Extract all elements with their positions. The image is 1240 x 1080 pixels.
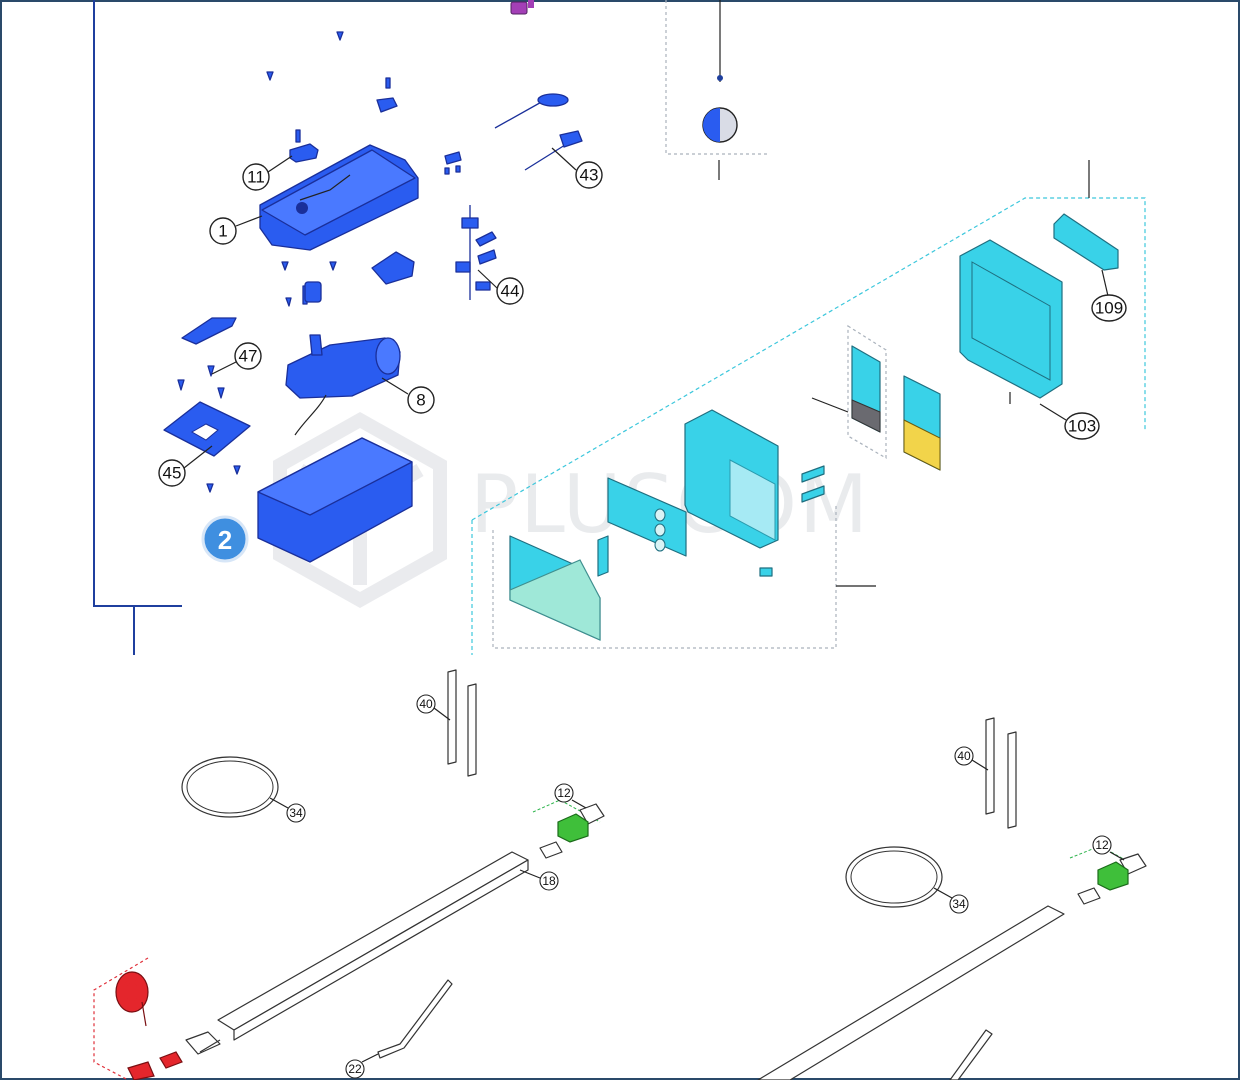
red-tape-roll bbox=[115, 971, 149, 1013]
callout-45: 45 bbox=[158, 459, 186, 487]
keypad-panel bbox=[607, 477, 687, 557]
control-unit-group-bracket bbox=[471, 160, 1146, 655]
callout-40-right: 40 bbox=[954, 746, 974, 766]
callout-40-left: 40 bbox=[416, 694, 436, 714]
callout-12-left: 12 bbox=[554, 783, 574, 803]
svg-text:109: 109 bbox=[1095, 299, 1123, 318]
motor-group-bracket bbox=[93, 0, 182, 655]
selected-group-badge[interactable]: 2 bbox=[201, 515, 249, 563]
rail-18-left bbox=[217, 851, 529, 1031]
callout-18: 18 bbox=[539, 871, 559, 891]
svg-text:12: 12 bbox=[1095, 838, 1109, 852]
callouts: 11 1 43 44 47 8 45 109 bbox=[158, 161, 1127, 1079]
leader-lines bbox=[183, 147, 1125, 1063]
control-group-parts bbox=[509, 213, 1119, 641]
svg-text:12: 12 bbox=[557, 786, 571, 800]
top-center-region bbox=[665, 0, 768, 180]
svg-text:8: 8 bbox=[416, 391, 425, 410]
svg-text:2: 2 bbox=[218, 525, 232, 555]
part-103-housing bbox=[959, 239, 1063, 399]
callout-103: 103 bbox=[1064, 412, 1100, 440]
bracket-12-left bbox=[557, 813, 589, 843]
svg-text:18: 18 bbox=[542, 874, 556, 888]
svg-text:1: 1 bbox=[218, 222, 227, 241]
callout-43: 43 bbox=[575, 161, 603, 189]
callout-11: 11 bbox=[242, 163, 270, 191]
bracket-12-right bbox=[1097, 861, 1129, 891]
svg-text:11: 11 bbox=[247, 168, 265, 187]
svg-text:40: 40 bbox=[419, 697, 433, 711]
callout-8: 8 bbox=[407, 386, 435, 414]
callout-34-left: 34 bbox=[286, 803, 306, 823]
svg-text:22: 22 bbox=[348, 1062, 362, 1076]
part-109-plate bbox=[1053, 213, 1119, 271]
part-11-clip bbox=[289, 143, 319, 163]
callout-109: 109 bbox=[1091, 294, 1127, 322]
callout-1: 1 bbox=[209, 217, 237, 245]
rail-right bbox=[757, 905, 1065, 1080]
rail-parts bbox=[93, 669, 1147, 1080]
callout-34-right: 34 bbox=[949, 894, 969, 914]
callout-12-right: 12 bbox=[1092, 835, 1112, 855]
svg-text:45: 45 bbox=[163, 464, 182, 483]
callout-44: 44 bbox=[496, 277, 524, 305]
svg-text:103: 103 bbox=[1068, 417, 1096, 436]
callout-47: 47 bbox=[234, 342, 262, 370]
svg-text:40: 40 bbox=[957, 749, 971, 763]
svg-text:34: 34 bbox=[952, 897, 966, 911]
svg-text:43: 43 bbox=[580, 166, 599, 185]
small-top-part bbox=[510, 0, 534, 15]
motor-group-parts bbox=[163, 31, 583, 563]
callout-22: 22 bbox=[345, 1059, 365, 1079]
svg-text:44: 44 bbox=[501, 282, 520, 301]
svg-text:34: 34 bbox=[289, 806, 303, 820]
svg-text:47: 47 bbox=[239, 347, 258, 366]
